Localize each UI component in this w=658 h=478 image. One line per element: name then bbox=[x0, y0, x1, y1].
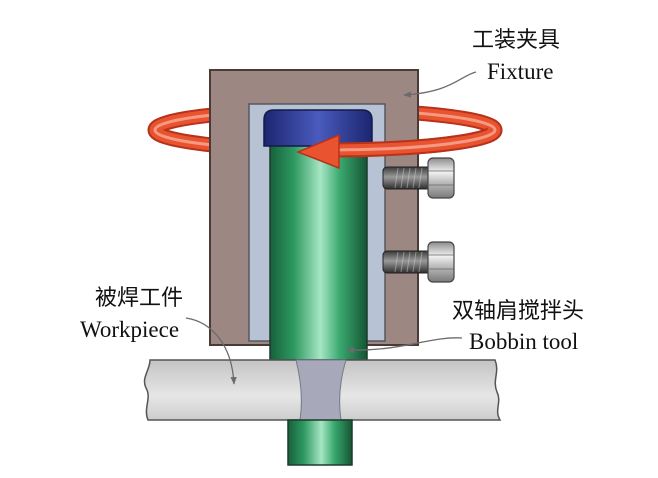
fixture-label-en: Fixture bbox=[487, 59, 553, 84]
bolt-lower bbox=[382, 241, 455, 283]
bobbin-tool-label: 双轴肩搅拌头 Bobbin tool bbox=[452, 298, 584, 354]
fixture-label: 工装夹具 Fixture bbox=[472, 27, 560, 84]
bolt-head-facet bbox=[428, 170, 454, 186]
bolt-thread bbox=[394, 167, 423, 189]
bobbin-tool-leader-line bbox=[346, 337, 463, 354]
bolt-thread bbox=[394, 251, 423, 273]
bolt-upper bbox=[382, 157, 455, 199]
bolt-head bbox=[427, 157, 455, 199]
stir-zone bbox=[295, 359, 347, 421]
rotation-arrowhead-icon bbox=[295, 133, 340, 170]
rotation-arrow-front-highlight bbox=[335, 129, 497, 152]
workpiece-label-en: Workpiece bbox=[80, 317, 179, 342]
bolt-head bbox=[427, 241, 455, 283]
tool-top-cap bbox=[263, 109, 373, 147]
bolt-head-facet bbox=[428, 254, 454, 270]
rotation-arrow-front bbox=[295, 126, 503, 170]
bobbin-tool-upper bbox=[263, 109, 373, 361]
bobbin-tool-label-en: Bobbin tool bbox=[469, 329, 578, 354]
tool-shank bbox=[269, 143, 368, 361]
workpiece bbox=[143, 359, 502, 421]
bobbin-tool-label-zh: 双轴肩搅拌头 bbox=[452, 298, 584, 323]
fixture-label-zh: 工装夹具 bbox=[472, 27, 560, 52]
workpiece-label: 被焊工件 Workpiece bbox=[80, 285, 183, 342]
fixture-leader-line bbox=[403, 71, 477, 98]
tool-lower-shoulder bbox=[287, 419, 353, 466]
workpiece-label-zh: 被焊工件 bbox=[95, 285, 183, 310]
workpiece-leader-line bbox=[185, 317, 237, 385]
